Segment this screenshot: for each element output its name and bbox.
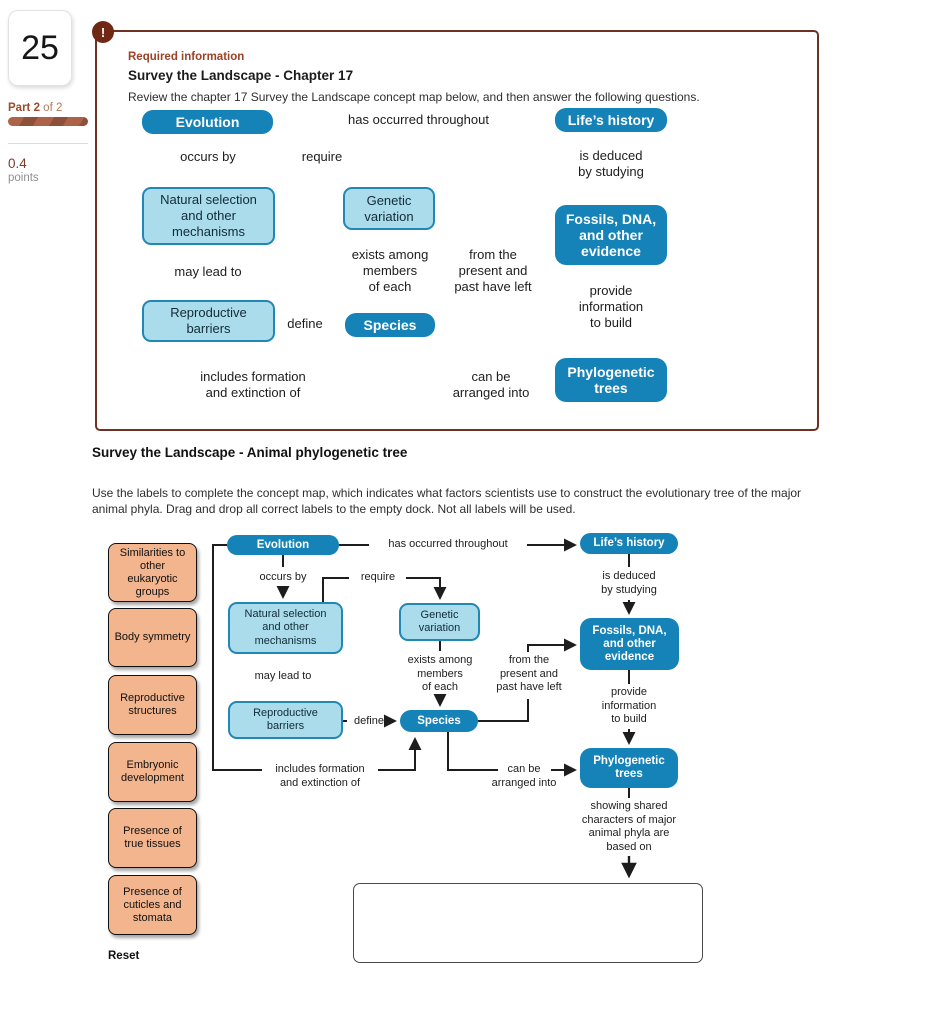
map1-node-genetic-variation: Genetic variation [343, 187, 435, 230]
map1-node-lifes-history: Life’s history [555, 108, 667, 132]
answer-dock[interactable] [353, 883, 703, 963]
panel-title: Survey the Landscape - Chapter 17 [128, 68, 354, 83]
section-heading: Survey the Landscape - Animal phylogenet… [92, 445, 408, 460]
drag-label-body-symmetry[interactable]: Body symmetry [108, 608, 197, 667]
part-indicator-bold: Part 2 [8, 102, 40, 114]
map1-node-phylogenetic-trees: Phylogenetic trees [555, 358, 667, 402]
panel-instructions: Review the chapter 17 Survey the Landsca… [128, 90, 700, 104]
points-value: 0.4 [8, 156, 27, 171]
map1-label-occurs-by: occurs by [180, 149, 236, 164]
drag-label-embryonic-development[interactable]: Embryonic development [108, 742, 197, 802]
section-instructions: Use the labels to complete the concept m… [92, 486, 802, 516]
drag-label-similarities-eukaryotic[interactable]: Similarities to other eukaryotic groups [108, 543, 197, 602]
map2-node-evolution: Evolution [227, 535, 339, 555]
map1-node-evolution: Evolution [142, 110, 273, 134]
map1-node-species: Species [345, 313, 435, 337]
map1-label-exists-among: exists among members of each [351, 247, 429, 294]
map2-node-phylogenetic-trees: Phylogenetic trees [580, 748, 678, 788]
reset-button[interactable]: Reset [108, 950, 140, 962]
map2-node-genetic-variation: Genetic variation [399, 603, 480, 641]
drag-label-presence-cuticles-stomata[interactable]: Presence of cuticles and stomata [108, 875, 197, 935]
map2-node-natural-selection: Natural selection and other mechanisms [228, 602, 343, 654]
drag-label-presence-true-tissues[interactable]: Presence of true tissues [108, 808, 197, 868]
map2-label-from-the-present: from the present and past have left [496, 654, 562, 693]
map2-node-fossils-dna: Fossils, DNA, and other evidence [580, 618, 679, 670]
map2-label-is-deduced: is deduced by studying [601, 570, 657, 596]
map2-node-lifes-history: Life’s history [580, 533, 678, 554]
map1-label-has-occurred-throughout: has occurred throughout [348, 112, 489, 127]
map1-label-can-be-arranged: can be arranged into [452, 369, 530, 400]
map1-label-require: require [301, 149, 343, 164]
question-number: 25 [21, 28, 59, 67]
part-progress-bar [8, 117, 88, 126]
map2-node-reproductive-barriers: Reproductive barriers [228, 701, 343, 739]
part-indicator: Part 2 of 2 [8, 102, 62, 114]
map1-label-is-deduced: is deduced by studying [578, 148, 644, 179]
map1-node-reproductive-barriers: Reproductive barriers [142, 300, 275, 342]
map2-label-occurs-by: occurs by [259, 571, 307, 583]
sidebar-divider [8, 143, 88, 144]
map1-node-fossils-dna: Fossils, DNA, and other evidence [555, 205, 667, 265]
map2-label-may-lead-to: may lead to [254, 670, 312, 682]
question-number-card: 25 [8, 10, 72, 86]
map2-label-showing-shared: showing shared characters of major anima… [581, 800, 677, 853]
map2-label-define: define [354, 715, 384, 727]
map2-label-can-be-arranged: can be arranged into [491, 763, 557, 789]
alert-icon: ! [92, 21, 114, 43]
map2-label-has-occurred-throughout: has occurred throughout [388, 538, 508, 550]
map1-label-from-the-present: from the present and past have left [454, 247, 532, 294]
points-label: points [8, 172, 39, 184]
map2-label-provide-information: provide information to build [601, 686, 657, 725]
map2-node-species: Species [400, 710, 478, 732]
map1-label-includes-formation: includes formation and extinction of [200, 369, 306, 400]
map2-label-exists-among: exists among members of each [407, 654, 473, 693]
map1-label-define: define [287, 316, 323, 331]
map2-label-require: require [360, 571, 396, 583]
map1-label-may-lead-to: may lead to [174, 264, 242, 279]
required-info-label: Required information [128, 51, 245, 63]
map1-label-provide-information: provide information to build [578, 283, 644, 330]
map2-label-includes-formation: includes formation and extinction of [275, 763, 365, 789]
drag-label-reproductive-structures[interactable]: Reproductive structures [108, 675, 197, 735]
part-indicator-rest: of 2 [43, 102, 63, 114]
map1-node-natural-selection: Natural selection and other mechanisms [142, 187, 275, 245]
